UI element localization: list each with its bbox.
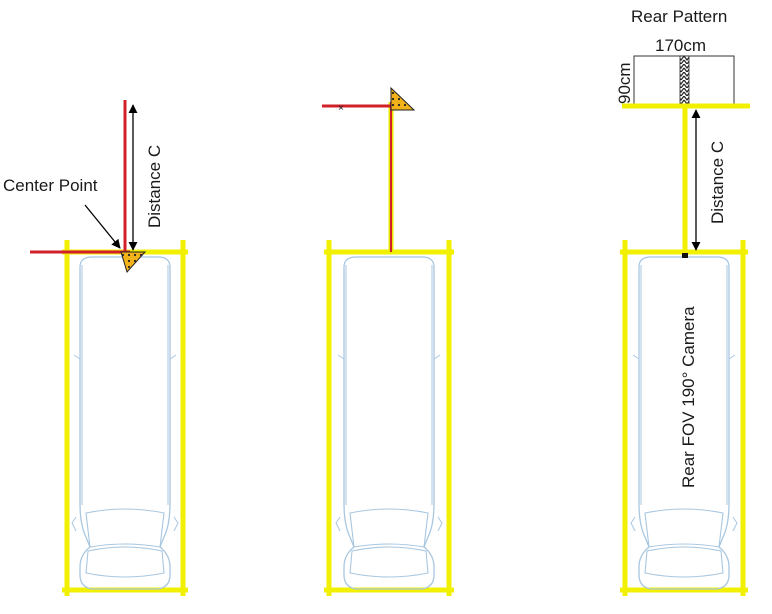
center-point-label: Center Point (3, 176, 98, 195)
rear-pattern-board (622, 55, 750, 109)
vehicle-middle (335, 256, 443, 590)
distance-c-label-left: Distance C (145, 145, 164, 228)
camera-label: Rear FOV 190° Camera (679, 306, 698, 488)
x-mark-middle: × (338, 103, 344, 114)
panel-left: Center Point Distance C (3, 100, 188, 596)
checker-strip (679, 55, 690, 105)
vehicle-left (71, 256, 179, 590)
rear-pattern-label: Rear Pattern (631, 7, 727, 26)
distance-c-label-right: Distance C (708, 141, 727, 224)
panel-right: Rear Pattern 170cm 90cm Distance C Rear … (615, 7, 750, 596)
panel-middle: × (322, 86, 454, 596)
width-170-label: 170cm (655, 36, 706, 55)
parking-frame-middle (324, 240, 454, 596)
target-marker-middle (390, 86, 416, 111)
parking-frame-left (62, 240, 188, 596)
target-marker-left (120, 251, 147, 273)
height-90-label: 90cm (615, 62, 634, 104)
camera-dot (682, 253, 688, 258)
center-point-pointer (84, 204, 121, 249)
